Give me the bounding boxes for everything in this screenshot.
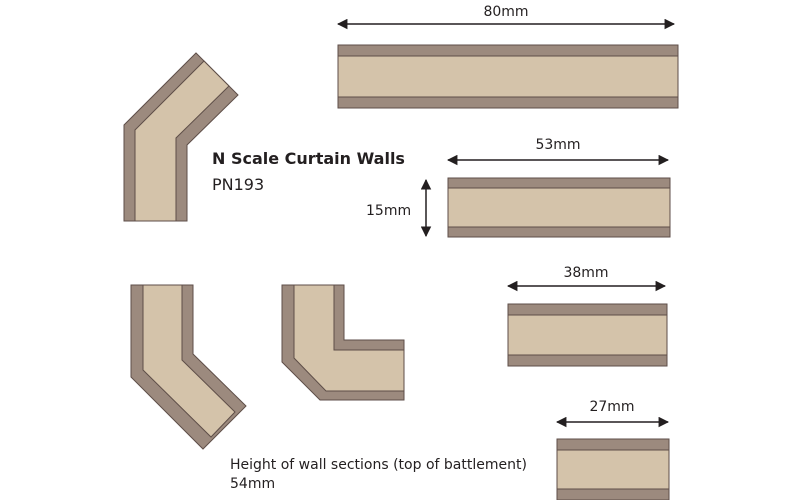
straight-wall-27mm — [556, 438, 670, 500]
product-title: N Scale Curtain Walls — [212, 149, 405, 168]
angled-corner-wall-top — [123, 52, 239, 222]
dimension-label-15mm: 15mm — [366, 203, 411, 219]
product-code: PN193 — [212, 175, 264, 194]
height-note-text: Height of wall sections (top of battleme… — [230, 457, 527, 473]
angled-corner-wall-bottom — [130, 284, 247, 450]
straight-wall-80mm — [337, 44, 679, 109]
right-angle-corner-wall — [281, 284, 405, 401]
dimension-label-53mm: 53mm — [535, 137, 580, 153]
dimension-label-38mm: 38mm — [563, 265, 608, 281]
height-note-value: 54mm — [230, 476, 275, 492]
straight-wall-53mm — [447, 177, 671, 238]
dimension-label-27mm: 27mm — [589, 399, 634, 415]
dimension-label-80mm: 80mm — [483, 4, 528, 20]
straight-wall-38mm — [507, 303, 668, 367]
